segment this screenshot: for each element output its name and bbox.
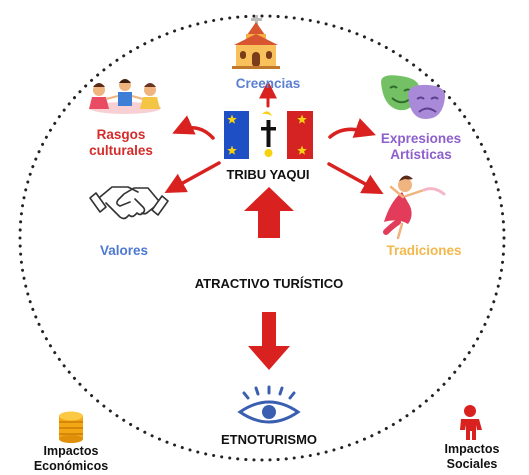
- rasgos-line1: Rasgos: [96, 127, 146, 142]
- arrow-to-tradiciones: [327, 162, 384, 195]
- eye-icon: [237, 385, 301, 424]
- center-title: TRIBU YAQUI: [209, 167, 327, 182]
- church-icon: [232, 15, 280, 69]
- impacts-social-label: Impactos Sociales: [430, 442, 514, 472]
- expresiones-line1: Expresiones: [380, 131, 462, 146]
- arrow-to-expresiones: [328, 118, 376, 139]
- rasgos-line2: culturales: [89, 142, 153, 158]
- arrow-to-valores: [164, 161, 221, 194]
- sun-icon: [264, 149, 273, 157]
- arrow-down-to-etnoturismo: [248, 312, 290, 370]
- etnoturismo-label: ETNOTURISMO: [209, 432, 329, 447]
- atractivo-text: ATRACTIVO TURÍSTICO: [194, 276, 344, 291]
- impacts-economic-line1: Impactos: [43, 444, 99, 458]
- expresiones-line2: Artísticas: [390, 146, 452, 162]
- impacts-economic-line2: Económicos: [33, 458, 109, 473]
- node-valores-label: Valores: [74, 243, 174, 259]
- arrow-to-rasgos: [172, 115, 215, 140]
- yaqui-flag: [224, 111, 313, 159]
- dotted-ring: [18, 14, 506, 462]
- impacts-economic-label: Impactos Económicos: [21, 444, 121, 474]
- person-icon: [460, 405, 482, 440]
- flag-blue-panel: [224, 111, 249, 159]
- tradiciones-text: Tradiciones: [386, 243, 462, 258]
- cross-icon: [261, 120, 276, 147]
- node-expresiones-label: Expresiones Artísticas: [366, 131, 476, 163]
- star-icon: [227, 114, 307, 155]
- coin-stack-icon: [59, 411, 83, 443]
- etnoturismo-text: ETNOTURISMO: [220, 432, 318, 447]
- valores-text: Valores: [99, 243, 149, 258]
- node-creencias-label: Creencias: [218, 76, 318, 92]
- arrow-attraction-up: [244, 187, 294, 238]
- node-tradiciones-label: Tradiciones: [369, 243, 479, 259]
- impacts-social-line1: Impactos: [444, 442, 500, 456]
- handshake-icon: [89, 186, 169, 220]
- node-rasgos-label: Rasgos culturales: [66, 127, 176, 159]
- crescent-moon-icon: [262, 111, 272, 116]
- children-circle-icon: [89, 79, 161, 114]
- creencias-text: Creencias: [235, 76, 301, 91]
- tribu-yaqui-text: TRIBU YAQUI: [226, 167, 310, 182]
- attraction-label: ATRACTIVO TURÍSTICO: [169, 276, 369, 291]
- impacts-social-line2: Sociales: [446, 456, 498, 471]
- dancer-icon: [383, 175, 446, 240]
- theater-masks-icon: [381, 75, 446, 119]
